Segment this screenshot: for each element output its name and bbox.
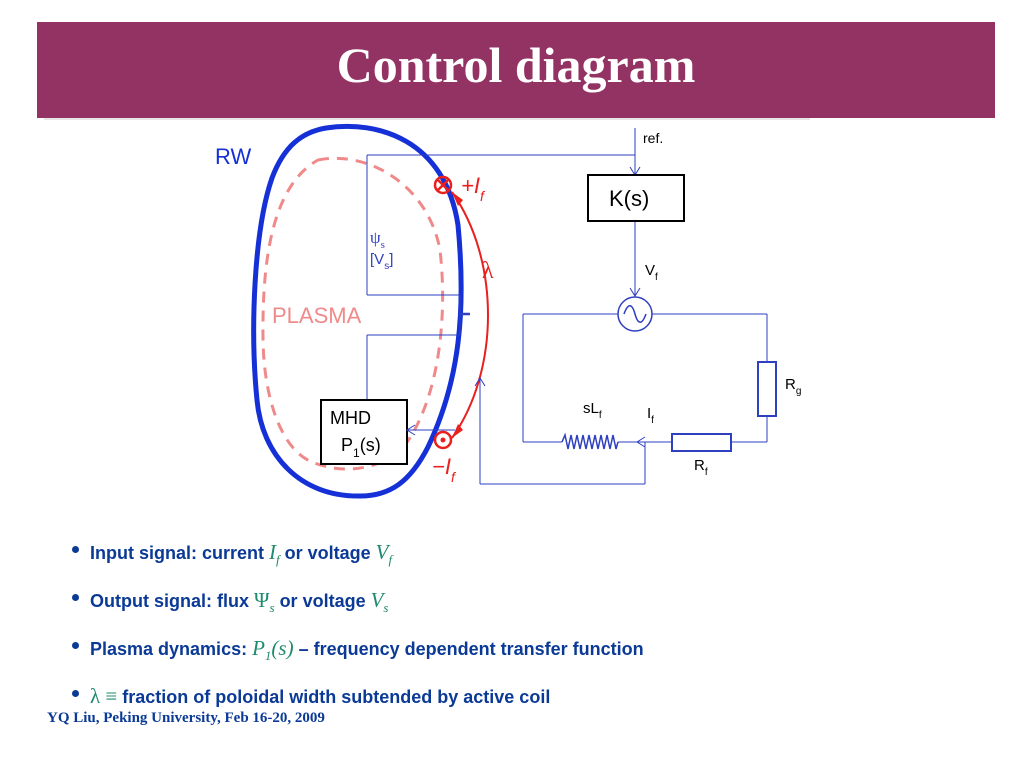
voltage-source-icon xyxy=(617,296,653,332)
minus-if-label: −If xyxy=(432,454,457,485)
plasma-label: PLASMA xyxy=(272,303,362,328)
title-bar: Control diagram xyxy=(37,22,995,118)
math-psi-s: Ψs xyxy=(254,588,275,616)
vs-label: [Vs] xyxy=(370,251,393,272)
resistor-rg xyxy=(757,361,777,417)
lambda-label: λ xyxy=(482,258,494,284)
inductor-slf xyxy=(561,432,619,450)
math-p1s: P1(s) xyxy=(252,636,294,664)
active-coil-arc xyxy=(451,191,489,439)
ref-label: ref. xyxy=(643,130,663,146)
controller-box xyxy=(587,174,685,222)
resistive-wall xyxy=(251,123,464,499)
bullet-text: Input signal: current If or voltage Vf xyxy=(90,540,393,568)
plus-if-label: +If xyxy=(461,173,486,204)
math-vs: Vs xyxy=(370,588,389,616)
resistor-rf xyxy=(671,433,732,452)
slide-footer: YQ Liu, Peking University, Feb 16-20, 20… xyxy=(47,710,325,726)
bullet-dot xyxy=(72,594,79,601)
controller-label: K(s) xyxy=(609,186,649,211)
current-out-of-page-icon xyxy=(433,430,453,450)
rf-label: Rf xyxy=(694,457,708,478)
if-label: If xyxy=(647,405,654,426)
coil-arrow-top xyxy=(452,192,463,206)
psi-label: ψs xyxy=(370,228,385,251)
mhd-label: MHD xyxy=(330,408,371,428)
bullet-dot xyxy=(72,690,79,697)
bullet-text: λ ≡ fraction of poloidal width subtended… xyxy=(90,684,551,708)
math-lambda: λ ≡ xyxy=(90,684,118,708)
slide-title: Control diagram xyxy=(336,37,696,93)
slf-label: sLf xyxy=(583,400,602,421)
math-vf: Vf xyxy=(375,540,393,568)
bullet-dot xyxy=(72,642,79,649)
rg-label: Rg xyxy=(785,376,801,397)
plasma-boundary xyxy=(261,156,445,471)
p1-label: P1(s) xyxy=(341,435,381,460)
rw-label: RW xyxy=(215,144,251,169)
coil-arrow-bottom xyxy=(452,424,463,438)
mhd-box xyxy=(320,399,408,465)
math-if: If xyxy=(269,540,280,568)
control-wiring xyxy=(366,128,768,485)
bullet-text: Output signal: flux Ψs or voltage Vs xyxy=(90,588,389,616)
bullet-text: Plasma dynamics: P1(s) – frequency depen… xyxy=(90,636,644,664)
current-into-page-icon xyxy=(433,175,453,195)
mhd-arrowhead xyxy=(406,424,416,436)
bullet-dot xyxy=(72,546,79,553)
vf-label: Vf xyxy=(645,262,658,283)
